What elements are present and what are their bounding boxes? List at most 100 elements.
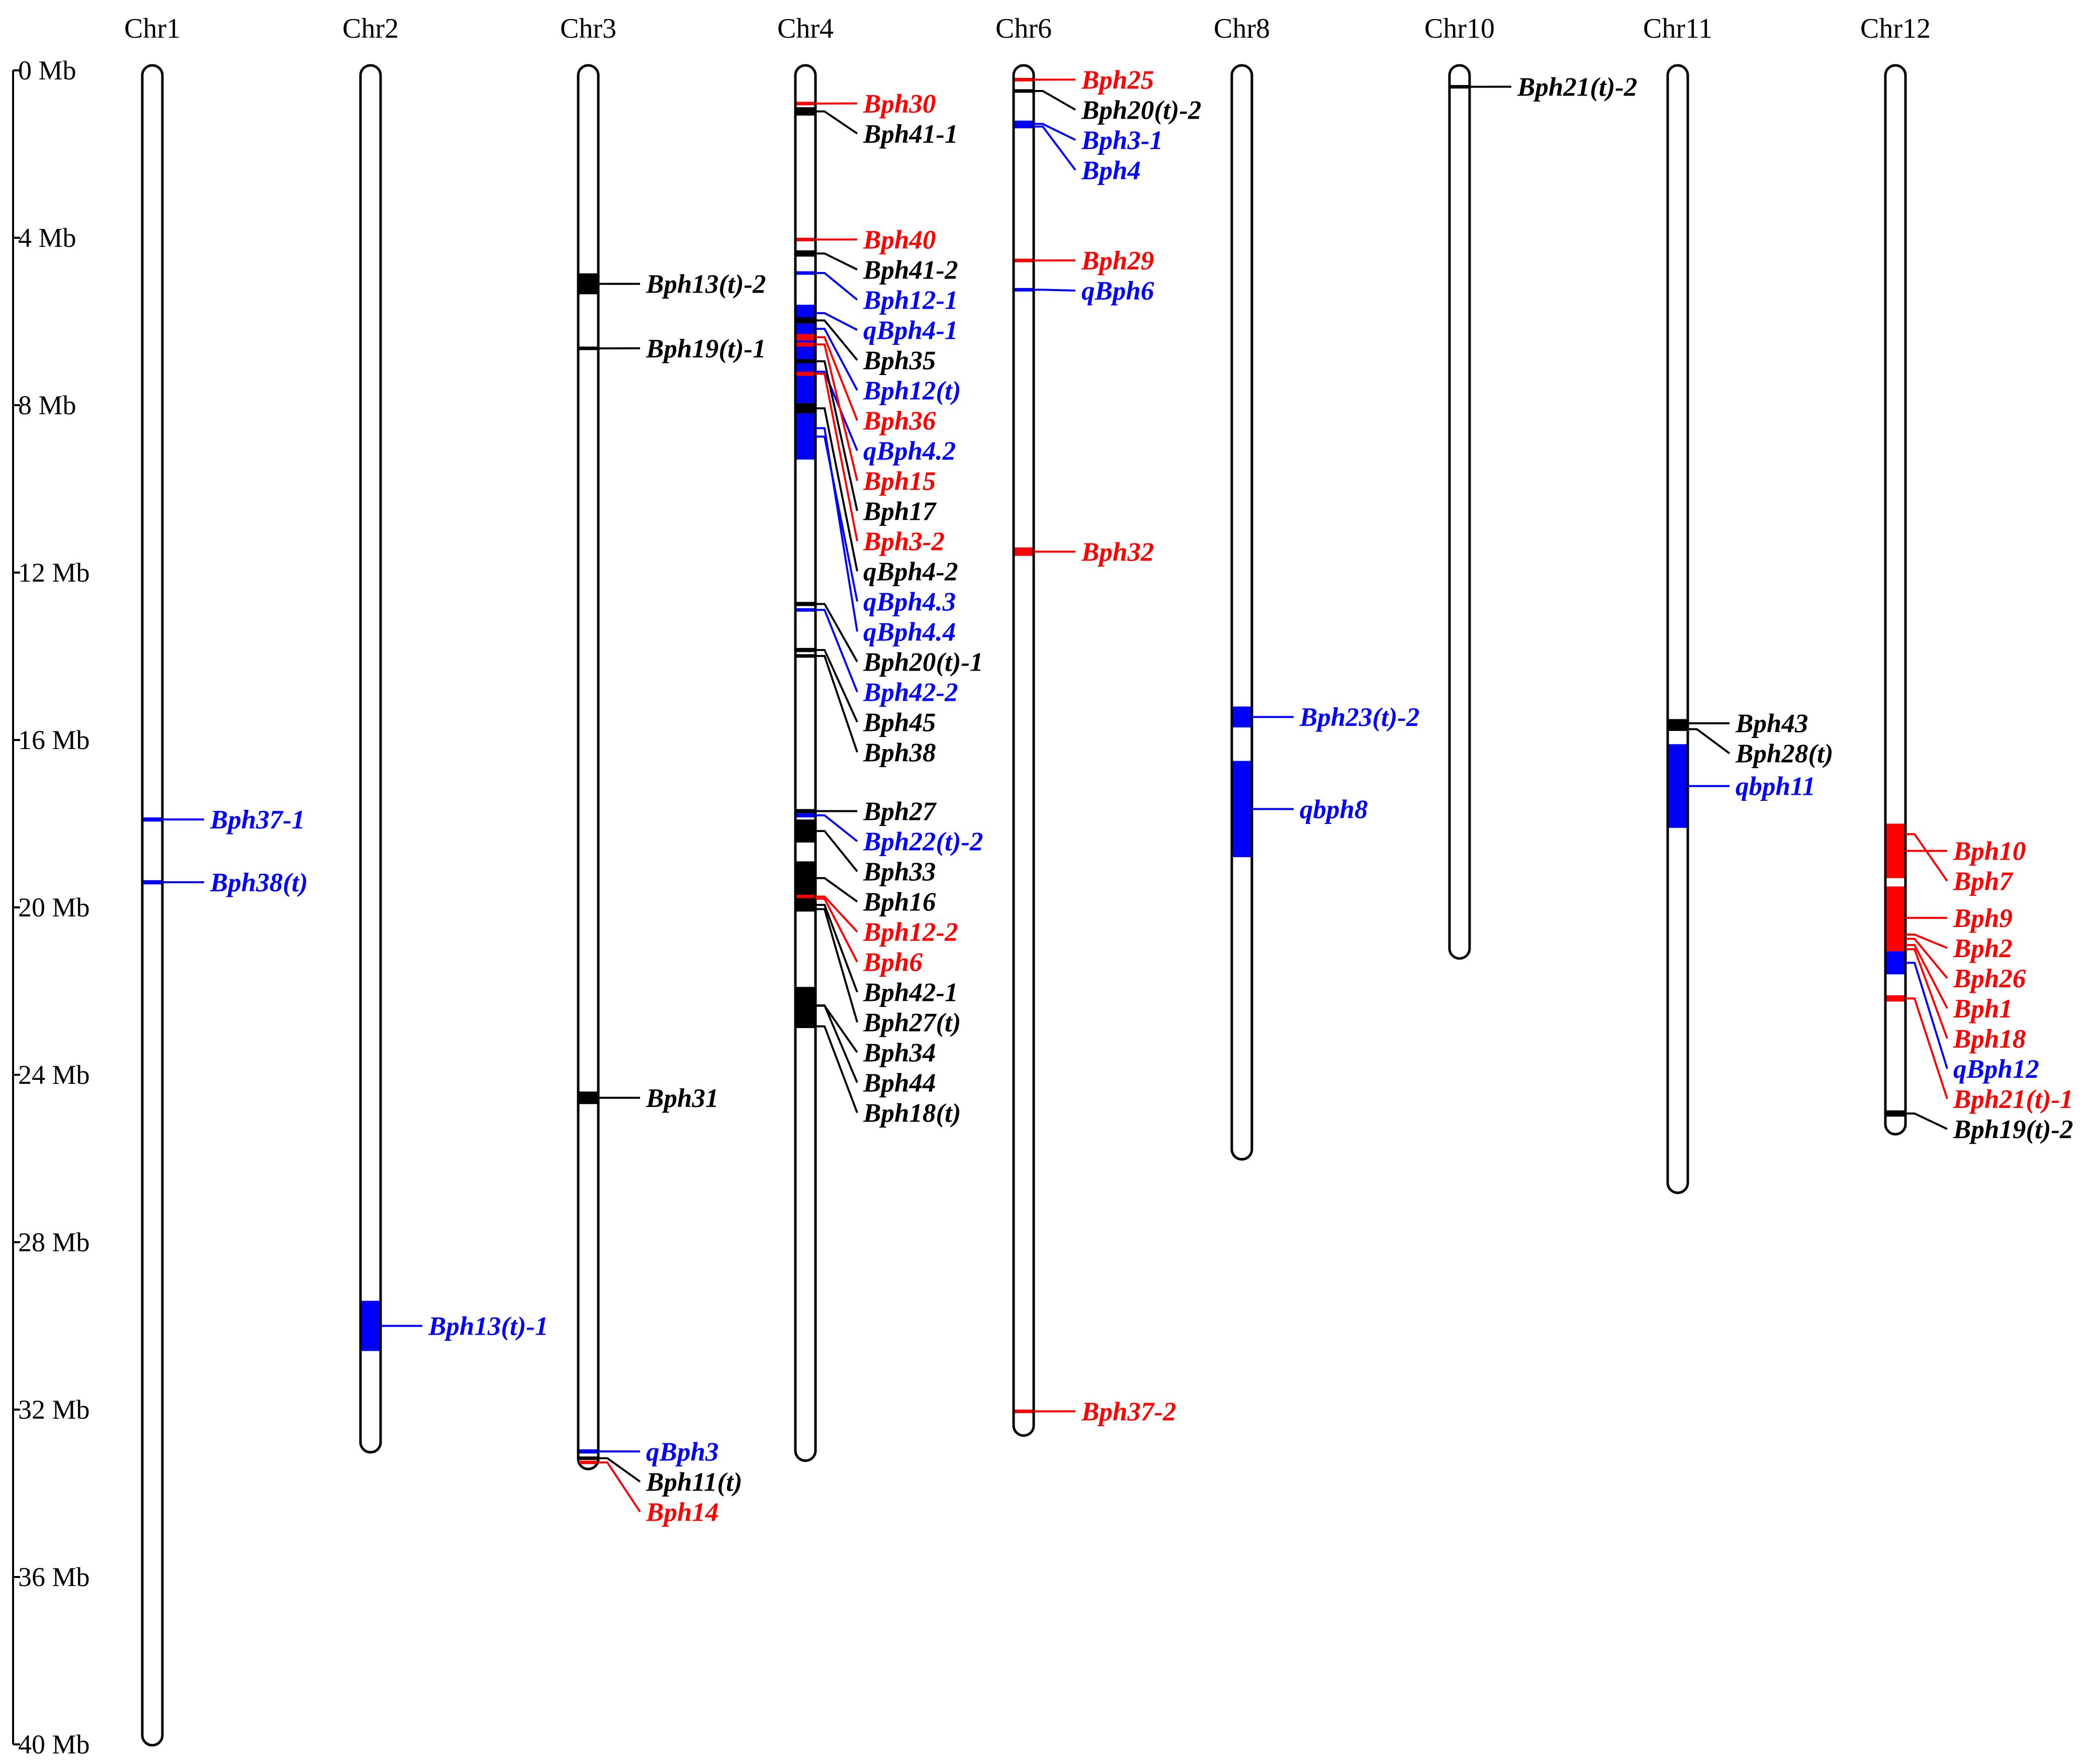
- locus-band: [1886, 823, 1904, 878]
- locus-band: [1886, 995, 1904, 1002]
- locus-band: [579, 1456, 597, 1460]
- locus-connector: [815, 897, 858, 963]
- axis-tick-label: 8 Mb: [18, 390, 76, 420]
- axis-tick-label: 12 Mb: [18, 558, 90, 588]
- locus-label: Bph14: [646, 1498, 718, 1527]
- locus-band: [796, 372, 814, 376]
- locus-label: Bph35: [863, 346, 936, 375]
- locus-label: Bph40: [863, 225, 936, 254]
- locus-label: Bph16: [863, 888, 936, 917]
- locus-connector: [815, 370, 858, 451]
- chromosome-name: Chr8: [1214, 13, 1270, 44]
- locus-band: [796, 342, 814, 347]
- locus-label: Bph10: [1953, 837, 2026, 866]
- locus-label: Bph30: [863, 89, 936, 119]
- axis-tick-label: 32 Mb: [18, 1395, 90, 1425]
- locus-label: Bph41-1: [863, 120, 958, 149]
- locus-label: Bph19(t)-1: [646, 334, 766, 363]
- locus-connector: [1034, 123, 1076, 141]
- chromosome-bar: [359, 64, 382, 1454]
- locus-connector: [815, 272, 858, 301]
- locus-connector: [815, 1025, 858, 1113]
- chromosome-name: Chr1: [124, 13, 180, 44]
- locus-label: qBph6: [1081, 276, 1154, 306]
- locus-band: [796, 403, 814, 414]
- locus-label: Bph25: [1081, 65, 1154, 95]
- locus-label: Bph11(t): [646, 1467, 742, 1497]
- locus-label: Bph29: [1081, 246, 1154, 275]
- locus-connector: [815, 895, 858, 933]
- locus-band: [796, 1003, 814, 1007]
- chromosome-name: Chr11: [1643, 13, 1712, 44]
- locus-connector: [815, 373, 858, 541]
- locus-band: [796, 426, 814, 430]
- locus-label: Bph41-2: [863, 255, 958, 285]
- locus-connector: [815, 877, 858, 903]
- locus-connector: [815, 649, 858, 723]
- locus-label: Bph42-1: [863, 978, 958, 1007]
- locus-band: [1886, 1110, 1904, 1117]
- locus-connector: [1905, 934, 1948, 949]
- locus-label: Bph2: [1953, 934, 2013, 963]
- locus-label: qBph3: [646, 1437, 718, 1466]
- locus-connector: [1905, 944, 1948, 1009]
- chromosome-name: Chr2: [342, 13, 399, 44]
- locus-connector: [1034, 125, 1076, 171]
- locus-band: [1886, 932, 1904, 937]
- chromosome-chr6: Chr6Bph25Bph20(t)-2Bph3-1Bph4Bph29qBph6B…: [995, 13, 1202, 1437]
- locus-band: [796, 359, 814, 363]
- chromosome-name: Chr12: [1860, 13, 1931, 44]
- chromosome-name: Chr4: [777, 13, 834, 44]
- locus-label: Bph18: [1953, 1025, 2026, 1054]
- locus-band: [796, 809, 814, 813]
- locus-label: Bph22(t)-2: [863, 827, 983, 857]
- locus-connector: [815, 110, 858, 135]
- locus-connector: [815, 609, 858, 693]
- chromosome-chr12: Chr12Bph10Bph7Bph9Bph2Bph26Bph1Bph18qBph…: [1860, 13, 2073, 1144]
- locus-label: Bph13(t)-2: [646, 270, 766, 299]
- locus-label: Bph42-2: [863, 678, 958, 707]
- locus-label: Bph34: [863, 1039, 936, 1068]
- locus-connector: [815, 427, 858, 632]
- locus-band: [1669, 744, 1687, 828]
- locus-band: [1015, 547, 1033, 556]
- locus-label: Bph4: [1081, 156, 1141, 185]
- axis-tick-label: 28 Mb: [18, 1227, 90, 1257]
- locus-label: Bph12(t): [863, 376, 961, 405]
- locus-band: [1015, 288, 1033, 292]
- locus-connector: [598, 1461, 641, 1513]
- locus-band: [796, 654, 814, 658]
- locus-band: [1233, 761, 1251, 858]
- locus-label: qbph11: [1736, 772, 1815, 801]
- locus-label: qBph4.4: [863, 617, 956, 646]
- chromosome-chr4: Chr4Bph30Bph41-1Bph40Bph41-2Bph12-1qBph4…: [777, 13, 983, 1462]
- locus-band: [1015, 77, 1033, 81]
- chromosome-group: Chr1Bph37-1Bph38(t)Chr2Bph13(t)-1Chr3Bph…: [124, 13, 2073, 1747]
- locus-label: qBph4.2: [863, 436, 956, 466]
- locus-label: qBph4-2: [863, 557, 958, 586]
- locus-label: Bph31: [646, 1084, 718, 1113]
- locus-label: Bph9: [1953, 904, 2013, 933]
- locus-band: [1450, 85, 1469, 89]
- chromosome-bar: [1448, 64, 1471, 960]
- chromosome-name: Chr10: [1424, 13, 1495, 44]
- chromosome-bar: [1230, 64, 1253, 1161]
- locus-label: Bph37-2: [1081, 1397, 1176, 1426]
- locus-band: [796, 238, 814, 241]
- locus-band: [1669, 727, 1687, 731]
- locus-connector: [815, 252, 858, 271]
- locus-band: [796, 907, 814, 911]
- locus-connector: [1905, 833, 1948, 882]
- locus-band: [796, 323, 814, 334]
- locus-connector: [815, 360, 858, 511]
- locus-connector: [1905, 997, 1948, 1099]
- locus-band: [796, 602, 814, 606]
- locus-label: qBph12: [1953, 1055, 2039, 1084]
- locus-label: Bph1: [1953, 994, 2013, 1024]
- chromosome-name: Chr3: [560, 13, 616, 44]
- locus-connector: [1905, 962, 1948, 1069]
